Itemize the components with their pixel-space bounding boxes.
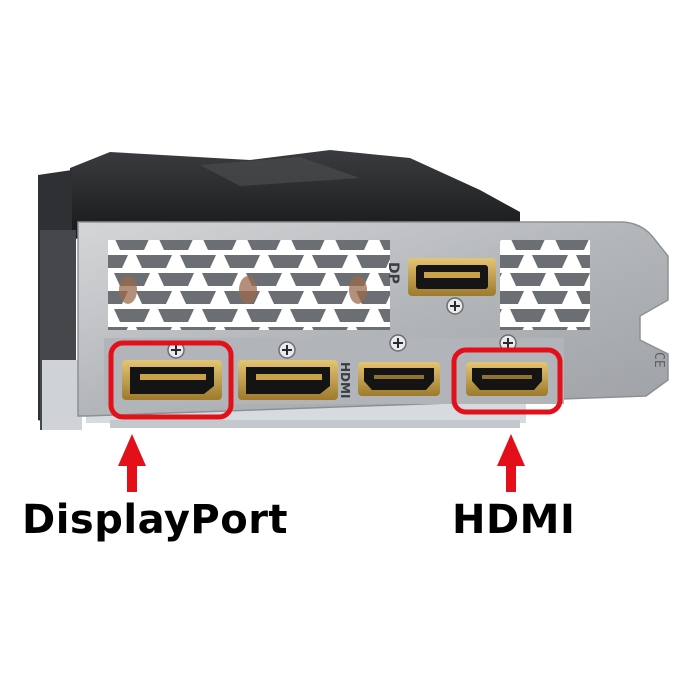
up-arrow-icon <box>118 434 146 492</box>
side-marking: CE <box>651 352 666 368</box>
displayport-port-1 <box>122 360 222 400</box>
hdmi-port-2 <box>466 362 548 396</box>
hdmi-marking: HDMI <box>338 362 352 398</box>
displayport-highlight-box <box>108 340 234 420</box>
dp-marking: DP <box>385 262 401 284</box>
plus-screw-icon <box>446 297 464 315</box>
hdmi-port-1 <box>358 362 440 396</box>
displayport-port-2 <box>238 360 338 400</box>
displayport-label: DisplayPort <box>22 497 289 543</box>
top-displayport-port: DP <box>385 258 496 296</box>
hdmi-label: HDMI <box>452 497 576 543</box>
plus-screw-icon <box>278 341 296 359</box>
plus-screw-icon <box>389 334 407 352</box>
hdmi-highlight-box <box>451 347 563 415</box>
up-arrow-icon <box>497 434 525 492</box>
